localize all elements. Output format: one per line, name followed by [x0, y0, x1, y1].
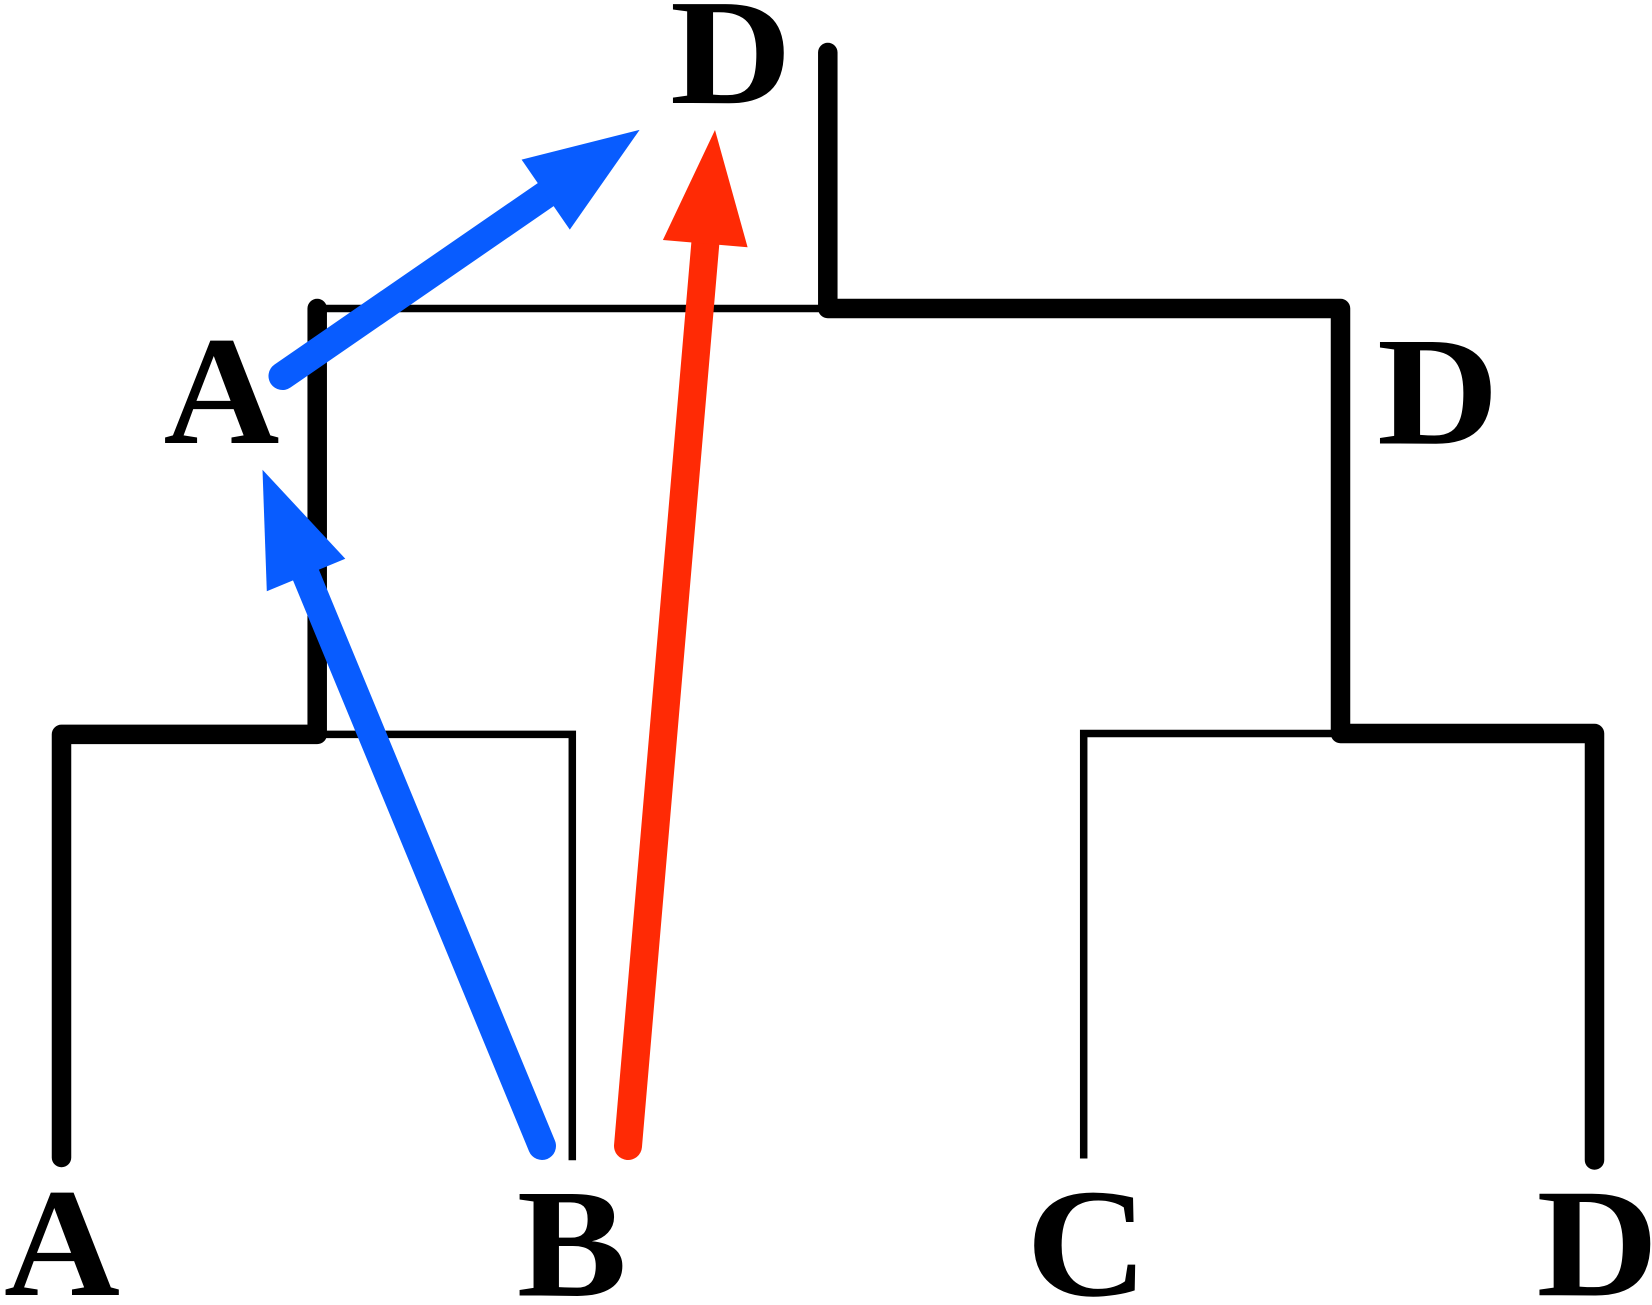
- svg-text:B: B: [517, 1157, 627, 1305]
- svg-text:A: A: [164, 305, 280, 477]
- svg-text:C: C: [1026, 1158, 1148, 1305]
- svg-text:D: D: [1377, 307, 1499, 478]
- svg-text:D: D: [670, 0, 792, 136]
- svg-text:D: D: [1536, 1158, 1652, 1305]
- svg-text:A: A: [4, 1157, 120, 1305]
